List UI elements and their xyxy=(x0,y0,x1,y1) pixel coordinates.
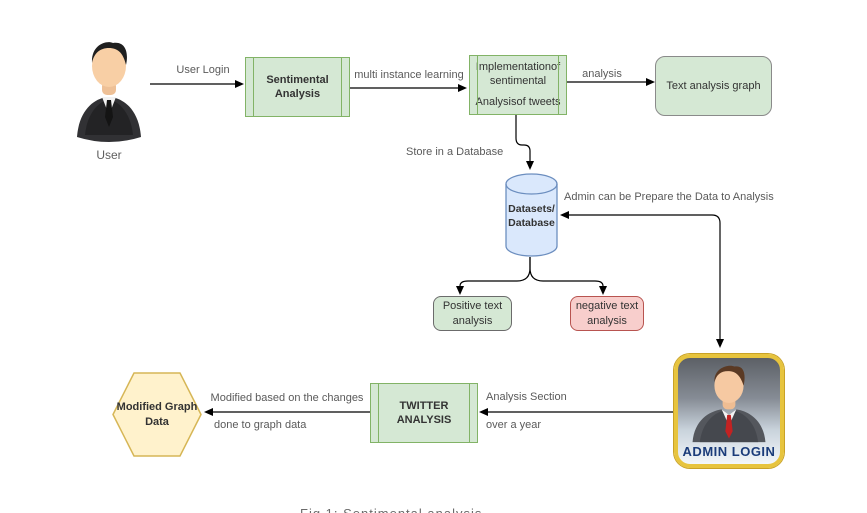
node-database: Datasets/ Database xyxy=(505,173,558,257)
process-stripe-right xyxy=(341,58,342,116)
node-modified-graph-data: Modified Graph Data xyxy=(112,372,202,457)
edge-label-over-a-year: over a year xyxy=(486,419,542,431)
admin-avatar-icon xyxy=(692,365,766,443)
connector-implementation-to-database xyxy=(515,115,531,161)
process-stripe-left xyxy=(253,58,254,116)
node-implementation: Implementationof sentimental Analysisof … xyxy=(469,55,567,115)
process-stripe-right xyxy=(558,56,559,114)
edge-label-user-login: User Login xyxy=(176,64,230,76)
edge-label-admin-prepare: Admin can be Prepare the Data to Analysi… xyxy=(564,191,774,203)
node-twitter-analysis: TWITTER ANALYSIS xyxy=(370,383,478,443)
node-twitter-analysis-label: TWITTER ANALYSIS xyxy=(396,399,452,426)
user-icon xyxy=(77,42,141,142)
node-sentimental-analysis-label: Sentimental Analysis xyxy=(266,73,329,100)
node-negative-analysis: negative text analysis xyxy=(570,296,644,331)
connector-database-to-negative xyxy=(529,257,604,287)
node-text-analysis-graph-label: Text analysis graph xyxy=(666,79,761,92)
node-database-label: Datasets/ Database xyxy=(508,203,555,229)
process-stripe-right xyxy=(469,384,470,442)
arrowheads xyxy=(204,78,724,416)
node-implementation-title: Implementationof sentimental xyxy=(475,61,561,88)
hexagon-shape xyxy=(112,372,202,457)
node-negative-analysis-label: negative text analysis xyxy=(575,300,639,327)
connector-database-to-positive xyxy=(459,257,531,287)
node-positive-analysis: Positive text analysis xyxy=(433,296,512,331)
user-actor-label: User xyxy=(96,148,122,162)
user-actor xyxy=(73,36,145,142)
admin-login-label: ADMIN LOGIN xyxy=(682,444,776,459)
database-cylinder-icon xyxy=(505,173,558,257)
node-implementation-subtitle: Analysisof tweets xyxy=(475,95,561,108)
edge-label-multi-instance: multi instance learning xyxy=(354,69,464,81)
process-stripe-left xyxy=(378,384,379,442)
edge-label-analysis-section: Analysis Section xyxy=(486,391,567,403)
edge-label-analysis: analysis xyxy=(582,68,622,80)
edge-label-modified-changes: Modified based on the changes xyxy=(210,392,364,404)
node-positive-analysis-label: Positive text analysis xyxy=(442,300,503,327)
node-text-analysis-graph: Text analysis graph xyxy=(655,56,772,116)
edge-label-done-graph-data: done to graph data xyxy=(214,419,307,431)
figure-caption-partial: Fig.1: Sentimental analysis xyxy=(300,506,482,513)
node-modified-graph-data-label: Modified Graph Data xyxy=(116,401,198,428)
node-sentimental-analysis: Sentimental Analysis xyxy=(245,57,350,117)
edge-label-store-database: Store in a Database xyxy=(406,146,504,158)
admin-login-card: ADMIN LOGIN xyxy=(674,354,784,468)
process-stripe-left xyxy=(477,56,478,114)
